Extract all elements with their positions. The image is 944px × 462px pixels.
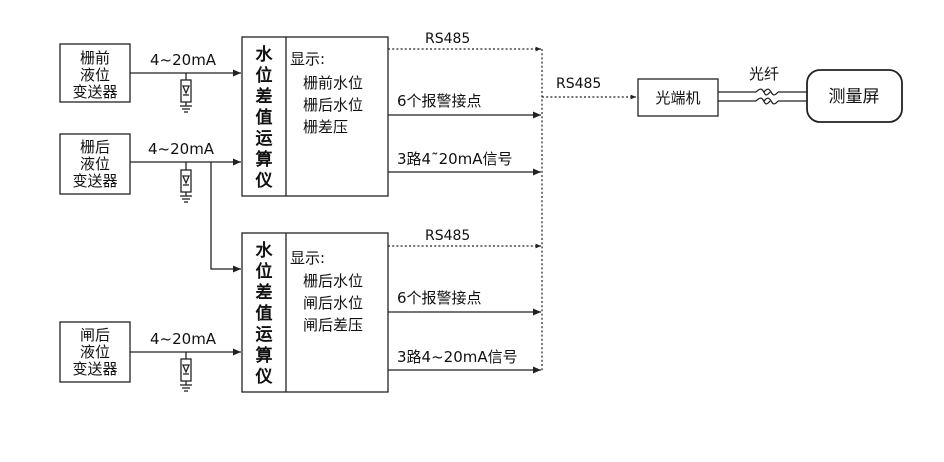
sensor-2-branch-arrow [210, 162, 241, 273]
unit-1-name-char-1: 水 [256, 44, 274, 65]
unit-2-alarm-label: 6个报警接点 [397, 289, 482, 307]
sensor-3-line-3: 变送器 [72, 360, 117, 378]
sensor-2: 栅后 液位 变送器 [59, 133, 131, 195]
unit-2-name-char-3: 差 [256, 282, 273, 303]
unit-1-alarm-label: 6个报警接点 [397, 92, 482, 110]
unit-2-display-item-1: 栅后水位 [303, 272, 363, 290]
unit-1-display-item-3: 栅差压 [303, 118, 348, 136]
rs485-link-label: RS485 [556, 76, 601, 92]
unit-2-name-char-4: 值 [256, 303, 273, 324]
unit-1-name-char-7: 仪 [255, 171, 274, 191]
unit-2-display-label: 显示: [290, 249, 325, 267]
unit-2-analog-label: 3路4~20mA信号 [397, 348, 518, 366]
optical-terminal: 光端机 [637, 78, 719, 117]
instrument-unit-2: 水 位 差 值 运 算 仪 显示: 栅后水位 闸后水位 闸后差压 [241, 232, 389, 393]
unit-1-display-label: 显示: [290, 50, 325, 68]
sensor-2-line-1: 栅后 [80, 138, 110, 156]
unit-2-name-char-2: 位 [256, 261, 273, 282]
unit-1-name-char-2: 位 [256, 65, 273, 86]
surge-protector-1-icon [180, 73, 192, 113]
unit-1-display-item-1: 栅前水位 [303, 74, 363, 92]
unit-2-display-item-2: 闸后水位 [303, 294, 363, 312]
optical-terminal-label: 光端机 [655, 89, 700, 107]
sensor-1-current-label: 4~20mA [150, 51, 217, 69]
sensor-1-line-1: 栅前 [80, 49, 110, 67]
unit-1-name-char-5: 运 [256, 129, 273, 149]
unit-2-rs485-label: RS485 [425, 228, 470, 244]
unit-2-name-char-5: 运 [256, 325, 273, 345]
unit-2-name-char-1: 水 [256, 240, 274, 261]
measurement-screen-label: 测量屏 [829, 87, 880, 107]
surge-protector-3-icon [180, 352, 192, 392]
sensor-1-line-2: 液位 [80, 66, 110, 84]
sensor-3: 闸后 液位 变送器 [59, 321, 131, 383]
sensor-1-line-3: 变送器 [72, 83, 117, 101]
unit-1-name-char-4: 值 [256, 107, 273, 128]
fiber-link-icon [718, 88, 807, 105]
unit-2-name-char-6: 算 [255, 345, 273, 366]
unit-1-analog-label: 3路4˜20mA信号 [397, 150, 513, 168]
unit-1-name-char-3: 差 [256, 86, 273, 107]
fiber-label: 光纤 [749, 65, 779, 83]
sensor-2-line-2: 液位 [80, 155, 110, 173]
unit-1-name-char-6: 算 [255, 149, 273, 170]
unit-2-display-item-3: 闸后差压 [303, 316, 363, 334]
sensor-2-current-label: 4~20mA [148, 140, 215, 158]
unit-2-name-char-7: 仪 [255, 367, 274, 387]
surge-protector-2-icon [180, 162, 192, 203]
sensor-3-current-label: 4~20mA [150, 330, 217, 348]
sensor-3-line-1: 闸后 [80, 326, 110, 344]
sensor-3-line-2: 液位 [80, 343, 110, 361]
instrument-unit-1: 水 位 差 值 运 算 仪 显示: 栅前水位 栅后水位 栅差压 [241, 36, 389, 197]
unit-1-display-item-2: 栅后水位 [303, 96, 363, 114]
unit-1-rs485-label: RS485 [425, 31, 470, 47]
sensor-1: 栅前 液位 变送器 [59, 43, 131, 103]
measurement-screen: 测量屏 [806, 69, 903, 123]
sensor-2-line-3: 变送器 [72, 172, 117, 190]
